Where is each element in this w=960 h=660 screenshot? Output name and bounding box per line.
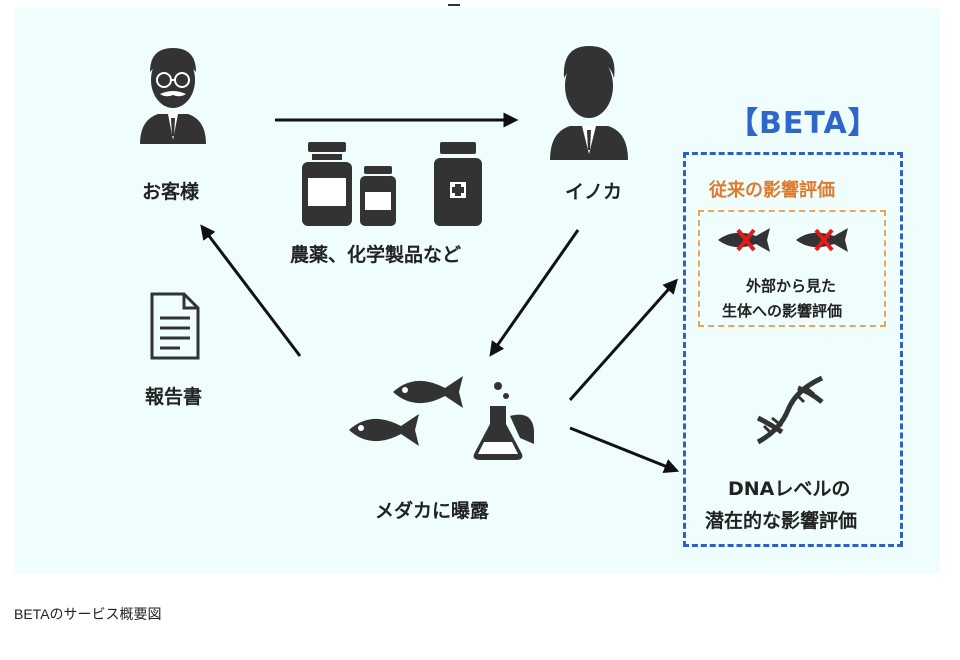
crossed-fish-icon — [718, 228, 770, 252]
crossed-fish-icons — [718, 228, 848, 252]
inoka-person-icon — [550, 46, 628, 160]
beta-box — [683, 152, 903, 547]
chemical-bottles-icon — [302, 142, 482, 226]
dna-icon — [756, 375, 824, 445]
traditional-desc-line1: 外部から見た — [746, 277, 837, 295]
flask-icon — [473, 382, 534, 460]
report-label: 報告書 — [145, 386, 203, 408]
traditional-desc-line2: 生体への影響評価 — [722, 302, 843, 320]
customer-label: お客様 — [142, 181, 200, 203]
arrow-report-to-customer — [200, 224, 302, 357]
traditional-box — [698, 210, 886, 327]
figure-caption: BETAのサービス概要図 — [14, 606, 162, 622]
dna-line1: DNAレベルの — [728, 478, 851, 500]
medaka-fish-icon — [349, 376, 463, 446]
arrow-medaka-to-traditional — [568, 278, 678, 401]
inoka-label: イノカ — [565, 181, 623, 203]
crossed-fish-icon — [796, 228, 848, 252]
products-label: 農薬、化学製品など — [290, 244, 462, 266]
report-document-icon — [150, 292, 200, 360]
beta-title: 【BETA】 — [728, 106, 879, 141]
customer-person-icon — [140, 48, 206, 144]
dna-line2: 潜在的な影響評価 — [705, 510, 858, 532]
exposure-label: メダカに曝露 — [375, 500, 490, 522]
traditional-title: 従来の影響評価 — [709, 180, 835, 201]
arrow-medaka-to-dna — [569, 426, 680, 474]
arrow-inoka-to-medaka — [489, 229, 580, 357]
top-divider — [448, 4, 460, 6]
